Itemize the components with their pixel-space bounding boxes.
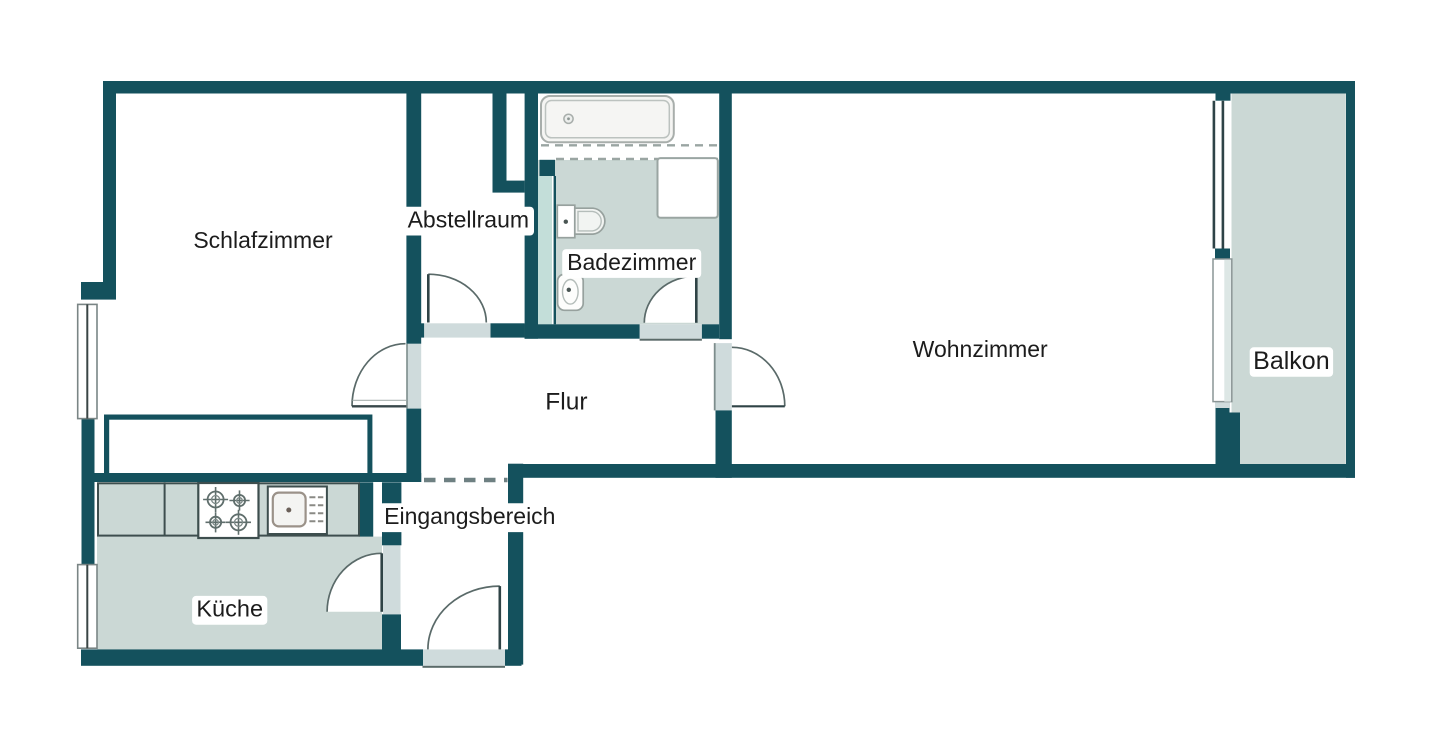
svg-text:Flur: Flur <box>545 388 587 415</box>
svg-text:Eingangsbereich: Eingangsbereich <box>384 503 555 529</box>
svg-text:Wohnzimmer: Wohnzimmer <box>913 336 1048 362</box>
svg-text:Schlafzimmer: Schlafzimmer <box>193 227 333 253</box>
svg-text:Abstellraum: Abstellraum <box>408 207 529 233</box>
svg-text:Badezimmer: Badezimmer <box>567 249 696 275</box>
svg-text:Balkon: Balkon <box>1253 347 1329 375</box>
svg-text:Küche: Küche <box>196 596 263 622</box>
